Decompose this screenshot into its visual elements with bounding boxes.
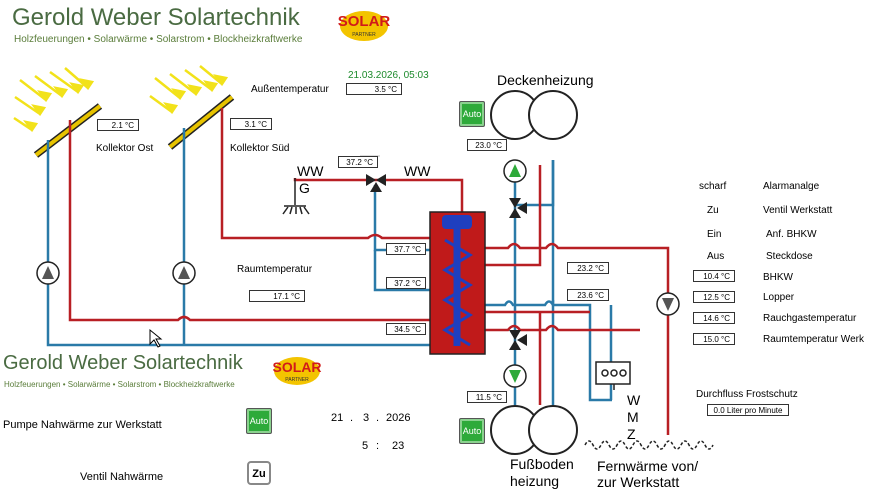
current-datetime: 21.03.2026, 05:03: [348, 70, 429, 81]
collector-ost: [33, 103, 103, 158]
heat-exchanger-bottom: [490, 405, 578, 455]
pump-fussboden-icon: [503, 364, 527, 388]
reading-label-2: Rauchgastemperatur: [763, 313, 857, 324]
speicher-temp-2: 37.2 °C: [386, 277, 426, 289]
fussboden-temp: 11.5 °C: [467, 391, 507, 403]
raumtemperatur-value: 17.1 °C: [249, 290, 305, 302]
ww-right-label: WW: [404, 163, 431, 179]
speicher-temp-3: 34.5 °C: [386, 323, 426, 335]
date-month: 3: [363, 412, 370, 424]
ww-temp: 37.2 °C: [338, 156, 378, 168]
deckenheizung-label: Deckenheizung: [497, 72, 594, 88]
aussentemperatur-value: 3.5 °C: [346, 83, 402, 95]
vorlauf-temp-1: 23.2 °C: [567, 262, 609, 274]
shower-head-icon: [282, 205, 310, 215]
reading-value-1: 12.5 °C: [693, 291, 735, 303]
kollektor-sued-label: Kollektor Süd: [230, 143, 290, 154]
pump-ost-icon: [36, 261, 60, 285]
pump-decke-icon: [503, 159, 527, 183]
wmz-w: W: [627, 392, 641, 408]
deckenheizung-temp: 23.0 °C: [467, 139, 507, 151]
status-state-0: scharf: [699, 181, 727, 192]
tank-top-coil: [442, 215, 472, 229]
pump-fernwaerme-icon: [656, 292, 680, 316]
wmz-z: Z: [627, 426, 636, 442]
reading-label-1: Lopper: [763, 292, 795, 303]
ventil-nahwaerme-label: Ventil Nahwärme: [80, 471, 164, 483]
time-sep: :: [376, 440, 380, 452]
status-label-0: Alarmanalge: [763, 181, 820, 192]
company-name: Gerold Weber Solartechnik: [12, 4, 300, 31]
fernwaerme-label-1: Fernwärme von/: [597, 458, 699, 474]
pump-sued-icon: [172, 261, 196, 285]
tank-heat-coil: [442, 238, 473, 347]
ww-left-label: WW: [297, 163, 324, 179]
status-label-3: Steckdose: [766, 251, 813, 262]
ventil-nahwaerme-zu-button[interactable]: Zu: [247, 461, 271, 485]
reading-value-2: 14.6 °C: [693, 312, 735, 324]
collector-sued: [167, 94, 235, 150]
vorlauf-temp-2: 23.6 °C: [567, 289, 609, 301]
status-label-1: Ventil Werkstatt: [763, 205, 833, 216]
date-year: 2026: [386, 412, 411, 424]
footer-company-name: Gerold Weber Solartechnik: [3, 352, 243, 374]
raumtemperatur-label: Raumtemperatur: [237, 264, 313, 275]
ww-g-label: G: [299, 180, 310, 196]
company-tagline: Holzfeuerungen • Solarwärme • Solarstrom…: [14, 34, 303, 45]
footer-company-tagline: Holzfeuerungen • Solarwärme • Solarstrom…: [4, 380, 235, 389]
status-label-2: Anf. BHKW: [766, 229, 817, 240]
footer-solar-partner-logo: SOLAR PARTNER: [272, 357, 322, 385]
mouse-cursor-icon: [149, 328, 163, 348]
status-state-2: Ein: [707, 229, 722, 240]
deckenheizung-auto-button[interactable]: Auto: [459, 101, 485, 127]
reading-value-3: 15.0 °C: [693, 333, 735, 345]
heat-meter-icon: [595, 361, 631, 390]
sun-rays-ost-icon: [13, 67, 95, 133]
kollektor-ost-label: Kollektor Ost: [96, 143, 154, 154]
mixing-valve-ww-icon: [366, 174, 386, 192]
fussboden-auto-button[interactable]: Auto: [459, 418, 485, 444]
durchfluss-value: 0.0 Liter pro Minute: [707, 404, 789, 416]
durchfluss-label: Durchfluss Frostschutz: [696, 389, 798, 400]
date-day: 21: [331, 412, 344, 424]
aussentemperatur-label: Außentemperatur: [251, 84, 329, 95]
kollektor-ost-temp: 2.1 °C: [97, 119, 139, 131]
speicher-temp-1: 37.7 °C: [386, 243, 426, 255]
solar-partner-logo: SOLAR PARTNER: [334, 5, 394, 45]
reading-value-0: 10.4 °C: [693, 270, 735, 282]
sun-rays-sued-icon: [149, 65, 229, 115]
status-state-1: Zu: [707, 205, 719, 216]
fussboden-label-1: Fußboden: [510, 456, 574, 472]
time-hour: 5: [362, 440, 369, 452]
kollektor-sued-temp: 3.1 °C: [230, 118, 272, 130]
time-min: 23: [392, 440, 405, 452]
reading-label-3: Raumtemperatur Werk: [763, 334, 864, 345]
fernwaerme-label-2: zur Werkstatt: [597, 474, 680, 490]
pumpe-nahwaerme-auto-button[interactable]: Auto: [246, 408, 272, 434]
fussboden-label-2: heizung: [510, 473, 560, 489]
valve-decke-icon: [509, 198, 527, 218]
ground-line: [584, 440, 714, 450]
date-sep-2: .: [376, 412, 380, 424]
date-sep-1: .: [350, 412, 354, 424]
reading-label-0: BHKW: [763, 272, 793, 283]
pumpe-nahwaerme-label: Pumpe Nahwärme zur Werkstatt: [3, 419, 162, 431]
status-state-3: Aus: [707, 251, 725, 262]
valve-fussboden-icon: [509, 330, 527, 350]
wmz-m: M: [627, 409, 639, 425]
heat-exchanger-top: [490, 90, 578, 140]
